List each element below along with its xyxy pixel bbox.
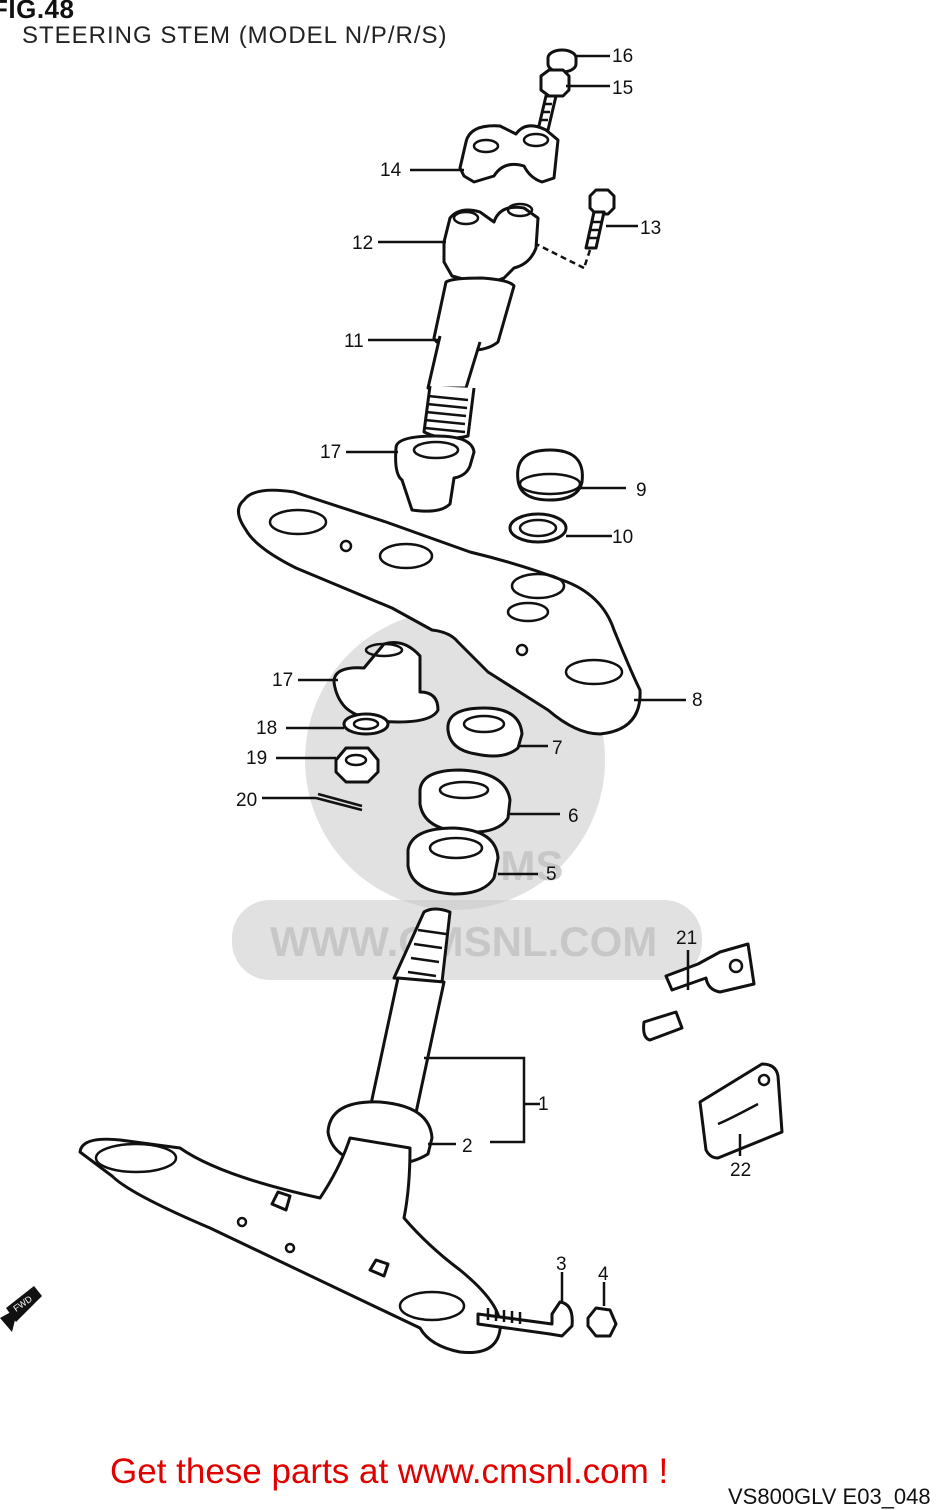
callout-1: 1 [538, 1094, 549, 1115]
part-8-upper-bracket [237, 488, 642, 736]
callout-11: 11 [344, 331, 364, 352]
part-5-bearing-lower [406, 826, 500, 896]
part-19-nut [334, 746, 380, 784]
part-17-bushing-lower [332, 641, 440, 724]
callout-7: 7 [552, 738, 563, 759]
diagram-code: VS800GLV E03_048 [728, 1484, 931, 1509]
part-12-holder-lower [442, 202, 540, 284]
callout-13: 13 [640, 218, 661, 239]
get-parts-link[interactable]: Get these parts at www.cmsnl.com ! [110, 1452, 669, 1491]
part-1-steering-stem [78, 907, 502, 1355]
callout-2: 2 [462, 1136, 473, 1157]
callout-12: 12 [352, 233, 373, 254]
callout-20: 20 [236, 790, 257, 811]
part-13-bolt [503, 188, 616, 270]
callout-19: 19 [246, 748, 267, 769]
part-7-steering-nut [446, 706, 524, 758]
callout-14: 14 [380, 160, 402, 181]
figure-number: FIG.48 [0, 0, 75, 24]
part-15-bolt [536, 68, 571, 132]
part-17-bushing-upper [394, 434, 476, 513]
watermark-url: WWW.CMSNL.COM [270, 918, 657, 965]
callout-16: 16 [612, 46, 633, 67]
leader-lines [262, 54, 742, 1306]
callout-5: 5 [546, 864, 557, 885]
callout-18: 18 [256, 718, 277, 739]
callout-9: 9 [636, 480, 647, 501]
part-4-nut [586, 1306, 618, 1338]
part-18-washer [342, 712, 390, 736]
callout-4: 4 [598, 1264, 609, 1285]
part-20-cotter-pin [315, 792, 363, 812]
callout-3: 3 [556, 1254, 567, 1275]
callout-21: 21 [676, 928, 697, 949]
part-6-bearing-upper [418, 768, 512, 834]
part-10-washer [508, 512, 568, 544]
callout-8: 8 [692, 690, 703, 711]
callout-22: 22 [730, 1160, 751, 1181]
part-14-holder-upper [458, 124, 560, 184]
fwd-arrow-icon: FWD [0, 1286, 42, 1332]
callout-10: 10 [612, 527, 633, 548]
callout-17-lower: 17 [272, 670, 293, 691]
part-9-cap [516, 448, 584, 502]
part-16-cap [546, 48, 578, 74]
diagram-title: STEERING STEM (MODEL N/P/R/S) [22, 22, 448, 49]
part-3-bolt [476, 1300, 574, 1338]
part-11-riser [422, 276, 516, 440]
callout-17-upper: 17 [320, 442, 341, 463]
callout-15: 15 [612, 78, 633, 99]
part-22-key [698, 1062, 784, 1160]
callout-labels: 1 2 3 4 5 6 7 8 9 10 11 12 13 14 15 16 1… [236, 46, 751, 1285]
callout-6: 6 [568, 806, 579, 827]
